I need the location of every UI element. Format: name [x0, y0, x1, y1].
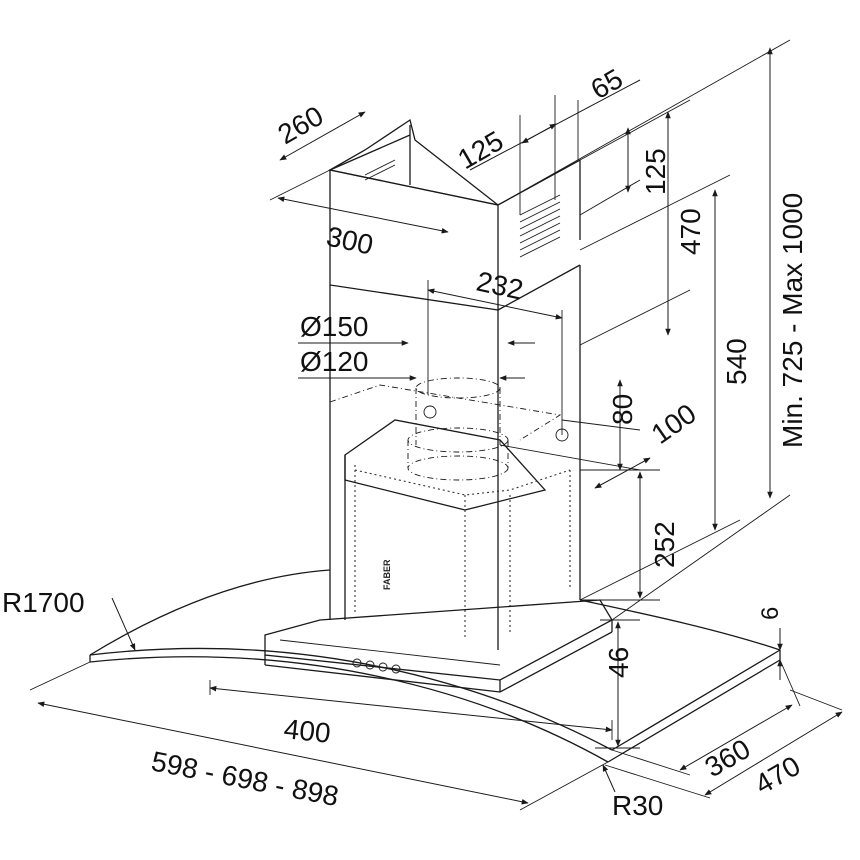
dim-r30: R30 — [602, 764, 663, 821]
glass-panel — [89, 569, 781, 763]
dim-125b-label: 125 — [640, 148, 671, 195]
dim-65-label: 65 — [586, 63, 628, 105]
dim-80-label: 80 — [607, 394, 638, 425]
dim-252-label: 252 — [649, 521, 680, 568]
dim-300: 300 — [269, 169, 449, 261]
dim-725-1000: Min. 725 - Max 1000 — [497, 39, 808, 621]
dim-dia150-label: Ø150 — [300, 311, 369, 342]
dim-46-label: 46 — [603, 647, 634, 678]
dim-depth: 360 470 — [604, 659, 843, 800]
dim-470b-label: 470 — [750, 750, 806, 800]
dim-470a-label: 470 — [675, 208, 706, 255]
dim-260-label: 260 — [273, 100, 329, 150]
dim-80-100: 80 100 — [499, 379, 702, 489]
dim-360-label: 360 — [700, 733, 756, 783]
dim-125a-label: 125 — [453, 125, 509, 175]
dim-r30-label: R30 — [612, 790, 663, 821]
dim-232: 232 — [427, 266, 563, 435]
dim-width-label: 598 - 698 - 898 — [149, 745, 341, 812]
dim-125-470: 125 470 — [579, 99, 706, 346]
dim-725-label: Min. 725 - Max 1000 — [777, 193, 808, 448]
dim-540-label: 540 — [721, 338, 752, 385]
dim-100-label: 100 — [646, 398, 702, 450]
dim-540: 540 — [579, 174, 752, 601]
duct-collar — [329, 377, 569, 481]
dim-r1700-label: R1700 — [2, 587, 85, 618]
dim-r1700: R1700 — [2, 587, 136, 651]
dim-400-label: 400 — [282, 713, 332, 749]
dim-252: 252 — [580, 469, 680, 601]
motor-body: FABER — [344, 419, 571, 640]
dim-400: 400 — [209, 680, 613, 749]
dim-dia120-label: Ø120 — [300, 346, 369, 377]
dim-300-label: 300 — [324, 221, 376, 261]
dim-260: 260 — [273, 100, 366, 161]
vent-grill — [364, 159, 561, 258]
brand-label: FABER — [382, 559, 392, 590]
dim-dia150: Ø150 — [298, 311, 535, 346]
dim-46: 46 — [595, 619, 640, 749]
dim-232-label: 232 — [474, 266, 526, 306]
dim-6-label: 6 — [757, 607, 784, 620]
dim-dia120: Ø120 — [298, 346, 525, 381]
dim-6: 6 — [757, 607, 784, 680]
canopy-base — [264, 599, 613, 693]
chimney-lower — [329, 265, 581, 650]
